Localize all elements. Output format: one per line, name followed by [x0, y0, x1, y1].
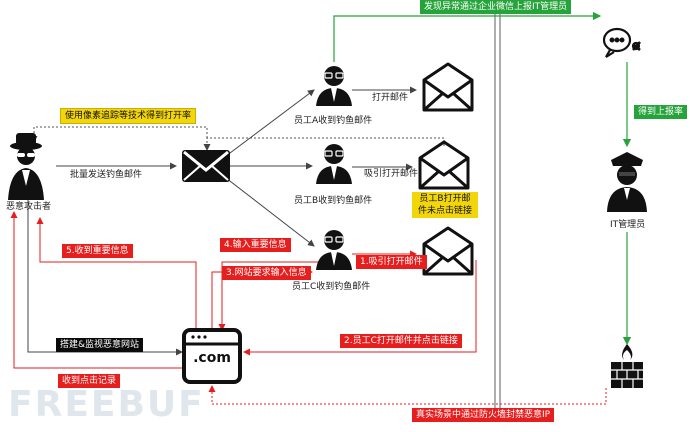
- open-envelope-icon: [418, 140, 470, 190]
- site-requires-input-label: 3.网站要求输入信息: [222, 266, 311, 280]
- spy-icon: [8, 133, 44, 200]
- report-arrow: [333, 11, 602, 62]
- click-link-arrow: [243, 260, 477, 356]
- attacker-label: 恶意攻击者: [6, 202, 52, 212]
- police-officer-icon: [607, 152, 647, 212]
- employee-b-note: 员工B打开邮件未点击链接: [412, 192, 478, 218]
- envelope-to-a-arrow: [225, 89, 315, 157]
- employee-icon: [316, 66, 352, 106]
- build-monitor-site-label: 搭建&监视恶意网站: [56, 338, 144, 352]
- open-envelope-icon: [422, 62, 474, 112]
- wechat-icon: [602, 27, 641, 58]
- batch-send-label: 批量发送钓鱼邮件: [70, 170, 143, 180]
- lure-open-label: 1.吸引打开邮件: [356, 255, 427, 269]
- it-admin-label: IT管理员: [610, 220, 646, 230]
- report-via-wechat-label: 发现异常通过企业微信上报IT管理员: [420, 0, 572, 14]
- tracking-arrow: [30, 126, 208, 143]
- website-domain-text: .com: [193, 350, 231, 366]
- click-records-label: 收到点击记录: [58, 374, 121, 388]
- envelope-to-c-arrow: [225, 177, 315, 247]
- open-email-b-label: 吸引打开邮件: [364, 169, 419, 179]
- employee-c-label: 员工C收到钓鱼邮件: [292, 282, 371, 292]
- build-site-arrow: [27, 200, 183, 356]
- receive-info-arrow: [36, 217, 197, 330]
- employee-a-label: 员工A收到钓鱼邮件: [294, 116, 373, 126]
- got-report-label: 得到上报率: [634, 105, 688, 119]
- firewall-icon: [611, 344, 643, 388]
- tracking-label: 使用像素追踪等技术得到打开率: [60, 108, 197, 124]
- watermark: FREEBUF: [8, 384, 205, 425]
- employee-icon: [316, 144, 352, 184]
- firewall-block-arrow: [208, 385, 607, 405]
- employee-c-clicks-label: 2.员工C打开邮件并点击链接: [340, 334, 462, 348]
- envelope-icon: [182, 150, 230, 182]
- employee-b-label: 员工B收到钓鱼邮件: [294, 196, 373, 206]
- firewall-block-label: 真实场景中通过防火墙封禁恶意IP: [412, 408, 555, 422]
- input-info-label: 4.输入重要信息: [220, 238, 291, 252]
- open-email-a-label: 打开邮件: [372, 93, 409, 103]
- receive-info-label: 5.收到重要信息: [62, 244, 133, 258]
- employee-icon: [316, 230, 352, 270]
- open-envelope-icon: [422, 226, 474, 276]
- browser-window-icon: [182, 328, 242, 384]
- input-info-arrow: [218, 261, 320, 331]
- click-record-arrow: [10, 211, 182, 369]
